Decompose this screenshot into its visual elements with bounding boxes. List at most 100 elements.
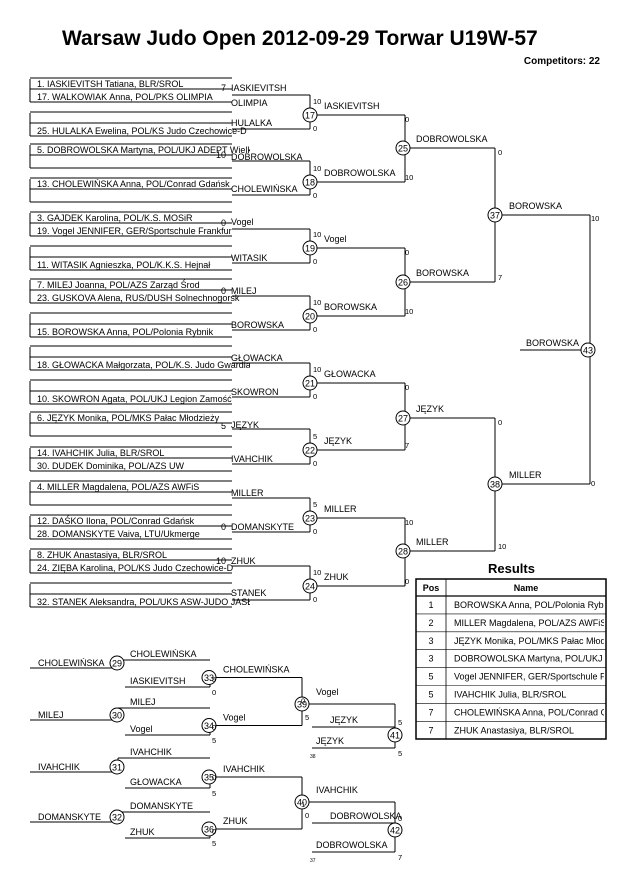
- entry-25: 4. MILLER Magdalena, POL/AZS AWFiS: [37, 482, 199, 492]
- r2-match-26-circle: [395, 274, 411, 290]
- rep-left-0: CHOLEWIŃSKA: [38, 658, 105, 668]
- results-name: ZHUK Anastasiya, BLR/SROL: [454, 725, 574, 735]
- r1-label-6: Vogel: [231, 217, 254, 227]
- r1-label-11: SKOWRON: [231, 387, 279, 397]
- bronze-top-1: DOBROWOLSKA: [330, 811, 402, 821]
- entry-7: 13. CHOLEWIŃSKA Anna, POL/Conrad Gdańsk: [37, 179, 230, 189]
- results-pos: 3: [428, 636, 433, 646]
- bronze-note-1: 37: [310, 858, 316, 864]
- rep-r2-winner-3: ZHUK: [223, 816, 248, 826]
- r1-label-16: ZHUK: [231, 556, 256, 566]
- r1-match-23-circle: [302, 510, 318, 526]
- r1-label-17: STANEK: [231, 588, 266, 598]
- r1-label-2: OLIMPIA: [231, 98, 268, 108]
- rep-bot-1: Vogel: [130, 724, 153, 734]
- r2-winner-1: BOROWSKA: [416, 268, 469, 278]
- r1-ls-3: 0: [313, 325, 317, 334]
- page-title: Warsaw Judo Open 2012-09-29 Torwar U19W-…: [62, 27, 538, 50]
- entry-10: 19. Vogel JENNIFER, GER/Sportschule Fran…: [37, 226, 232, 236]
- r2-sa-0: 0: [405, 115, 409, 124]
- results-name: DOBROWOLSKA Martyna, POL/UKJ ADEPT: [454, 654, 630, 664]
- results-pos: 2: [428, 618, 433, 628]
- entry-13: 7. MILEJ Joanna, POL/AZS Zarząd Środ: [37, 279, 200, 290]
- r1-label-0: IASKIEVITSH: [231, 83, 287, 93]
- bronze-match-41-number: 41: [390, 731, 400, 741]
- entry-28: 28. DOMANSKYTE Vaiva, LTU/Ukmerge: [37, 529, 200, 539]
- final-match-43-circle: [580, 342, 596, 358]
- r1-score-a-0: 7: [221, 83, 226, 93]
- r3-winner-1: MILLER: [509, 470, 542, 480]
- results-name: Vogel JENNIFER, GER/Sportschule Frankfur: [454, 672, 630, 682]
- rep-top-3: DOMANSKYTE: [130, 801, 193, 811]
- r1-label-8: MILEJ: [231, 286, 257, 296]
- results-pos: 1: [428, 600, 433, 610]
- r1-score-b-10: 0: [221, 522, 226, 532]
- results-pos: 7: [428, 707, 433, 717]
- entry-1: 1. IASKIEVITSH Tatiana, BLR/SROL: [37, 79, 183, 89]
- r1-winner-0: IASKIEVITSH: [324, 101, 380, 111]
- r1-match-17-circle: [302, 107, 318, 123]
- rep-match-35-number: 35: [204, 773, 214, 783]
- rep-match-31-circle: [109, 759, 125, 775]
- r2-match-28-number: 28: [398, 547, 408, 557]
- results-header-pos: Pos: [423, 583, 440, 593]
- r1-winner-4: GŁOWACKA: [324, 369, 376, 379]
- rep-r3-sa-0: 0: [301, 697, 305, 706]
- r1-ws-2: 10: [313, 230, 321, 239]
- r1-match-20-number: 20: [305, 312, 315, 322]
- rep-r2-sa-3: 0: [212, 827, 216, 836]
- rep-r2-sb-0: 0: [212, 688, 216, 697]
- entry-12: 11. WITASIK Agnieszka, POL/K.K.S. Hejnał: [37, 260, 210, 270]
- rep-r3-sb-1: 0: [305, 811, 309, 820]
- r1-match-20-circle: [302, 308, 318, 324]
- entry-29: 8. ZHUK Anastasiya, BLR/SROL: [37, 550, 167, 560]
- r1-winner-1: DOBROWOLSKA: [324, 168, 396, 178]
- entry-23: 14. IVAHCHIK Julia, BLR/SROL: [37, 448, 164, 458]
- rep-match-31-number: 31: [112, 763, 122, 773]
- rep-top-1: MILEJ: [130, 697, 156, 707]
- r1-ws-0: 10: [313, 97, 321, 106]
- results-name: MILLER Magdalena, POL/AZS AWFiS: [454, 618, 606, 628]
- r1-score-a-11: 10: [216, 556, 226, 566]
- final-sa: 10: [591, 214, 599, 223]
- bronze-top-0: JĘZYK: [330, 715, 358, 725]
- bronze-sa-0: 5: [398, 718, 402, 727]
- r1-winner-3: BOROWSKA: [324, 302, 377, 312]
- results-header-name: Name: [514, 583, 539, 593]
- r3-match-38-circle: [487, 476, 503, 492]
- rep-match-35-circle: [201, 769, 217, 785]
- r2-match-27-number: 27: [398, 414, 408, 424]
- entry-4: 25. HULALKA Ewelina, POL/KS Judo Czechow…: [37, 126, 247, 136]
- r2-winner-2: JĘZYK: [416, 404, 444, 414]
- r1-score-a-6: 0: [221, 286, 226, 296]
- r1-match-17-number: 17: [305, 111, 315, 121]
- rep-bot-3: ZHUK: [130, 827, 155, 837]
- entry-5: 5. DOBROWOLSKA Martyna, POL/UKJ ADEPT Wi…: [37, 145, 257, 155]
- rep-left-1: MILEJ: [38, 710, 64, 720]
- rep-r3-winner-1: IVAHCHIK: [316, 785, 358, 795]
- rep-r2-sb-3: 5: [212, 839, 216, 848]
- rep-match-30-circle: [109, 707, 125, 723]
- r2-sa-3: 10: [405, 518, 413, 527]
- r3-sb-0: 7: [498, 273, 502, 282]
- r3-sb-1: 10: [498, 542, 506, 551]
- r1-ls-1: 0: [313, 191, 317, 200]
- rep-match-29-circle: [109, 655, 125, 671]
- entry-27: 12. DAŚKO Ilona, POL/Conrad Gdańsk: [37, 515, 195, 526]
- r1-winner-2: Vogel: [324, 234, 347, 244]
- rep-r2-sb-2: 5: [212, 789, 216, 798]
- entry-32: 32. STANEK Aleksandra, POL/UKS ASW-JUDO …: [37, 597, 259, 607]
- r1-ws-5: 5: [313, 432, 317, 441]
- competitors-count: Competitors: 22: [524, 56, 601, 67]
- r2-sa-1: 0: [405, 248, 409, 257]
- bronze-bot-1: DOBROWOLSKA: [316, 840, 388, 850]
- bronze-sa-1: 0: [398, 814, 402, 823]
- entry-21: 6. JĘZYK Monika, POL/MKS Pałac Młodzieży: [37, 413, 220, 423]
- r3-match-37-number: 37: [490, 211, 500, 221]
- rep-top-2: IVAHCHIK: [130, 747, 172, 757]
- rep-r3-winner-0: Vogel: [316, 687, 339, 697]
- results-pos: 3: [428, 654, 433, 664]
- r1-ls-7: 0: [313, 595, 317, 604]
